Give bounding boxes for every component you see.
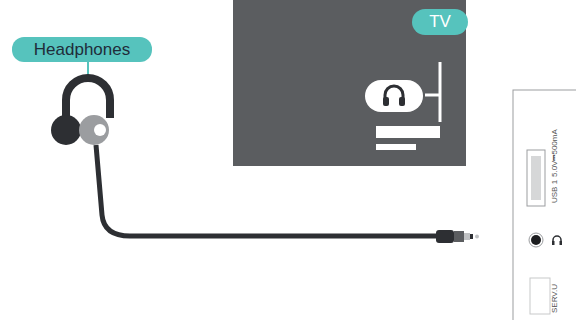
side-panel — [513, 90, 576, 320]
service-port — [530, 278, 550, 314]
usb-port — [531, 156, 541, 200]
jack-tip — [464, 233, 470, 240]
port-label: 5.0V⎓500mA — [550, 129, 560, 177]
tv-edge-line — [425, 94, 440, 97]
headphone-jack — [529, 233, 543, 247]
headphone-symbol — [383, 86, 405, 106]
headphone-jack — [531, 235, 541, 245]
tv-headphone-port — [365, 80, 423, 112]
jack-tip — [470, 234, 473, 239]
usb-port — [527, 150, 545, 206]
tv-port — [376, 126, 440, 138]
ear-cup-dot — [94, 124, 106, 136]
tv-port — [376, 144, 416, 150]
port-label: SERV.U — [550, 284, 559, 313]
port-label: USB 1 — [550, 180, 559, 203]
headband — [66, 78, 110, 120]
leader-line — [87, 62, 89, 76]
ear-cup — [51, 115, 81, 145]
label-pill: Headphones — [12, 37, 152, 62]
pill-text: Headphones — [34, 40, 130, 60]
headphone-symbol — [552, 236, 562, 245]
label-pill: TV — [412, 9, 468, 35]
jack-plug — [454, 231, 464, 242]
jack-tip — [475, 235, 479, 239]
pill-text: TV — [429, 12, 451, 32]
jack-plug — [436, 230, 454, 243]
tv-edge-line — [439, 62, 442, 122]
tv-body — [233, 0, 466, 166]
cable — [96, 145, 440, 236]
ear-cup — [79, 115, 109, 145]
